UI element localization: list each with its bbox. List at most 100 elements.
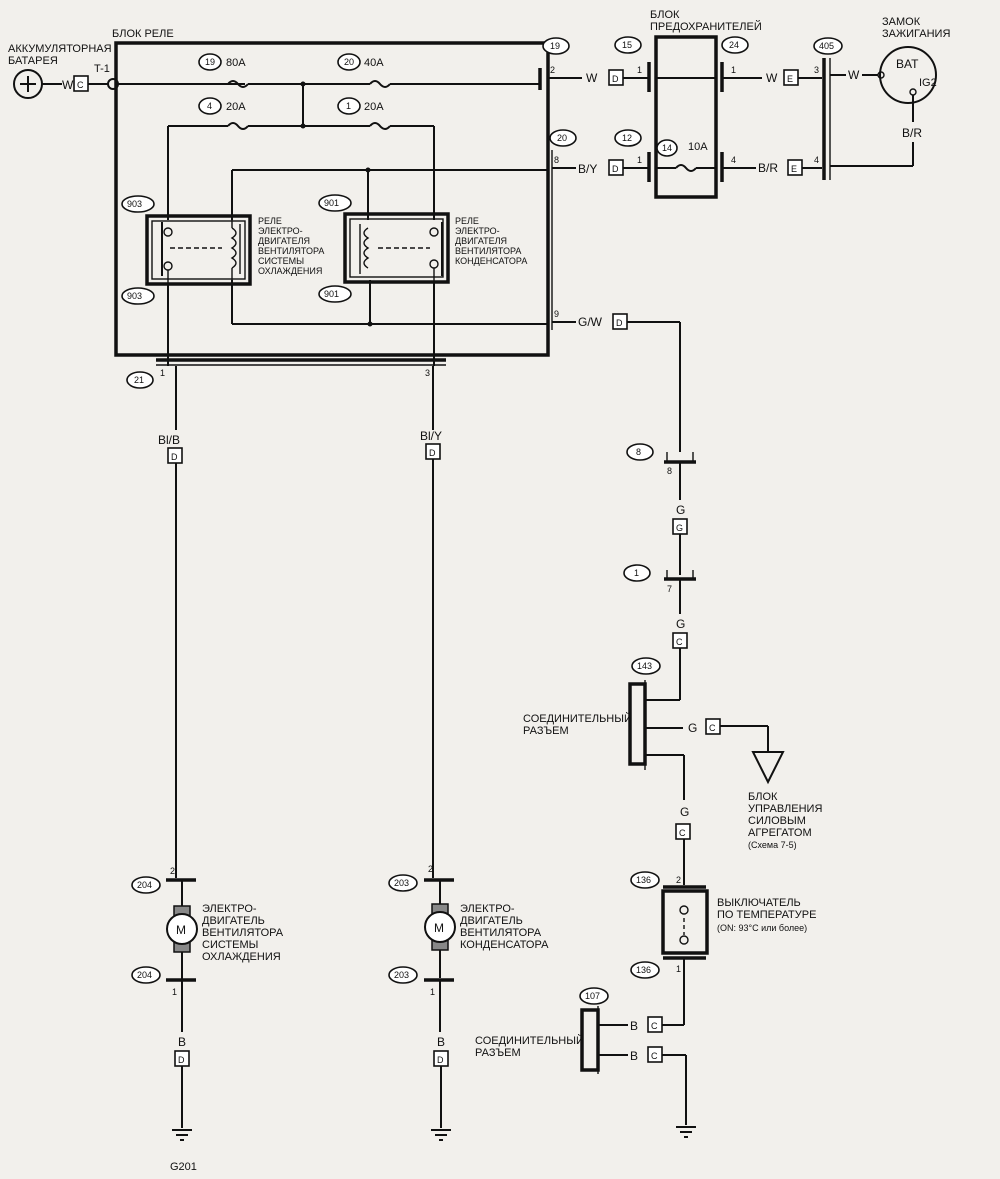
svg-text:КОНДЕНСАТОРА: КОНДЕНСАТОРА bbox=[460, 939, 549, 951]
contact-icon bbox=[163, 227, 173, 237]
battery-label-1: АККУМУЛЯТОРНАЯ bbox=[8, 43, 112, 55]
svg-text:РЕЛЕ: РЕЛЕ bbox=[258, 216, 282, 226]
ground-icon bbox=[172, 1129, 192, 1141]
conn-203-bottom: 203 bbox=[394, 970, 409, 980]
svg-text:ВЕНТИЛЯТОРА: ВЕНТИЛЯТОРА bbox=[202, 927, 284, 939]
joint2-label-1: СОЕДИНИТЕЛЬНЫЙ bbox=[475, 1034, 584, 1047]
wire-g-4: G bbox=[680, 805, 689, 819]
wire-b-joint: B bbox=[630, 1049, 638, 1063]
joint1-label-2: РАЗЪЕМ bbox=[523, 725, 569, 737]
temperature-switch: 136 2 1 136 ВЫКЛЮЧАТЕЛЬ ПО ТЕМПЕРАТУРЕ (… bbox=[630, 871, 816, 979]
conn-8: 8 bbox=[636, 447, 641, 457]
motor-condenser-fan: 203 2 M 1 203 ЭЛЕКТРО- ДВИГАТЕЛЬ ВЕНТИЛЯ… bbox=[388, 864, 549, 997]
svg-text:ЭЛЕКТРО-: ЭЛЕКТРО- bbox=[455, 226, 500, 236]
wire-w-19: W bbox=[586, 71, 598, 85]
svg-text:ДВИГАТЕЛЯ: ДВИГАТЕЛЯ bbox=[258, 236, 310, 246]
svg-text:1: 1 bbox=[430, 987, 435, 997]
fuse-block: БЛОК ПРЕДОХРАНИТЕЛЕЙ 14 10A 1 1 1 4 bbox=[637, 9, 762, 199]
motor-icon bbox=[166, 913, 198, 945]
fuse-1-num: 1 bbox=[346, 101, 351, 111]
ignition-switch: ЗАМОК ЗАЖИГАНИЯ 405 3 4 W BAT IG2 B/R bbox=[813, 16, 950, 180]
fuse-icon bbox=[227, 122, 249, 130]
relay-block: БЛОК РЕЛЕ 19 80A 20 40A 4 20A 1 20A bbox=[107, 28, 577, 389]
relay-condenser-label: РЕЛЕ ЭЛЕКТРО- ДВИГАТЕЛЯ ВЕНТИЛЯТОРА КОНД… bbox=[455, 216, 527, 266]
conn-903-bottom: 903 bbox=[127, 291, 142, 301]
fuse-icon bbox=[675, 164, 697, 172]
ig2-label: IG2 bbox=[919, 77, 937, 89]
conn-903-top: 903 bbox=[127, 199, 142, 209]
pin-21-3: 3 bbox=[425, 368, 430, 378]
svg-text:1: 1 bbox=[676, 964, 681, 974]
svg-text:ДВИГАТЕЛЬ: ДВИГАТЕЛЬ bbox=[202, 915, 265, 927]
svg-text:4: 4 bbox=[814, 155, 819, 165]
svg-text:СИСТЕМЫ: СИСТЕМЫ bbox=[202, 939, 258, 951]
svg-text:4: 4 bbox=[731, 155, 736, 165]
pcm-label: БЛОК УПРАВЛЕНИЯ СИЛОВЫМ АГРЕГАТОМ (Схема… bbox=[748, 791, 822, 850]
ignition-label-2: ЗАЖИГАНИЯ bbox=[882, 28, 950, 40]
conn-15: 15 bbox=[622, 40, 632, 50]
contact-icon bbox=[679, 905, 689, 915]
conn-204-top: 204 bbox=[137, 880, 152, 890]
conn-24: 24 bbox=[729, 40, 739, 50]
svg-text:ЭЛЕКТРО-: ЭЛЕКТРО- bbox=[258, 226, 303, 236]
pin-2: 2 bbox=[550, 65, 555, 75]
svg-text:D: D bbox=[612, 164, 619, 174]
motor-cool-m: M bbox=[176, 923, 186, 937]
svg-text:C: C bbox=[77, 80, 84, 90]
fuse-4-num: 4 bbox=[207, 101, 212, 111]
fuse-14-num: 14 bbox=[662, 143, 672, 153]
wire-b-m2: B bbox=[437, 1035, 445, 1049]
svg-text:2: 2 bbox=[170, 866, 175, 876]
svg-text:C: C bbox=[676, 637, 683, 647]
wire-w-battery: W bbox=[62, 78, 74, 92]
svg-text:C: C bbox=[679, 828, 686, 838]
svg-text:СИЛОВЫМ: СИЛОВЫМ bbox=[748, 815, 806, 827]
pin-21-1: 1 bbox=[160, 368, 165, 378]
svg-text:2: 2 bbox=[676, 875, 681, 885]
ground-icon bbox=[676, 1126, 696, 1138]
battery: АККУМУЛЯТОРНАЯ БАТАРЕЯ W C T-1 bbox=[8, 43, 112, 99]
wire-b-m1: B bbox=[178, 1035, 186, 1049]
svg-text:РЕЛЕ: РЕЛЕ bbox=[455, 216, 479, 226]
ignition-label-1: ЗАМОК bbox=[882, 16, 921, 28]
svg-text:C: C bbox=[651, 1051, 658, 1061]
svg-text:E: E bbox=[787, 74, 793, 84]
ground-icon bbox=[431, 1129, 451, 1141]
svg-text:1: 1 bbox=[637, 65, 642, 75]
svg-text:(Схема 7-5): (Схема 7-5) bbox=[748, 840, 797, 850]
contact-icon bbox=[679, 935, 689, 945]
motor-cooling-fan: 204 2 M 1 204 ЭЛЕКТРО- ДВИГАТЕЛЬ ВЕНТИЛЯ… bbox=[131, 866, 284, 997]
svg-text:D: D bbox=[171, 452, 178, 462]
conn-136-top: 136 bbox=[636, 875, 651, 885]
terminal-t1: T-1 bbox=[94, 63, 110, 75]
pin-9: 9 bbox=[554, 309, 559, 319]
svg-text:8: 8 bbox=[667, 466, 672, 476]
svg-text:D: D bbox=[437, 1055, 444, 1065]
motor-cond-m: M bbox=[434, 921, 444, 935]
conn-901-top: 901 bbox=[324, 198, 339, 208]
joint1-label-1: СОЕДИНИТЕЛЬНЫЙ bbox=[523, 712, 632, 725]
conn-203-top: 203 bbox=[394, 878, 409, 888]
svg-text:ВЕНТИЛЯТОРА: ВЕНТИЛЯТОРА bbox=[455, 246, 521, 256]
conn-21: 21 bbox=[134, 375, 144, 385]
wire-bly: Bl/Y bbox=[420, 429, 442, 443]
switch-label-1: ВЫКЛЮЧАТЕЛЬ bbox=[717, 897, 801, 909]
svg-text:1: 1 bbox=[637, 155, 642, 165]
fuse-19-num: 19 bbox=[205, 57, 215, 67]
conn-19: 19 bbox=[550, 41, 560, 51]
fuse-4-amp: 20A bbox=[226, 101, 246, 113]
svg-text:ЭЛЕКТРО-: ЭЛЕКТРО- bbox=[202, 903, 257, 915]
svg-text:ВЕНТИЛЯТОРА: ВЕНТИЛЯТОРА bbox=[258, 246, 324, 256]
joint2-label-2: РАЗЪЕМ bbox=[475, 1047, 521, 1059]
pin-8: 8 bbox=[554, 155, 559, 165]
svg-text:C: C bbox=[709, 723, 716, 733]
relay-cooling-fan bbox=[145, 214, 252, 286]
wire-w-ig: W bbox=[848, 68, 860, 82]
wire-by: B/Y bbox=[578, 162, 597, 176]
svg-text:1: 1 bbox=[731, 65, 736, 75]
battery-label-2: БАТАРЕЯ bbox=[8, 55, 58, 67]
pcm-triangle-icon bbox=[751, 751, 785, 785]
svg-text:D: D bbox=[616, 318, 623, 328]
fuse-icon bbox=[227, 80, 249, 88]
bat-label: BAT bbox=[896, 57, 919, 71]
